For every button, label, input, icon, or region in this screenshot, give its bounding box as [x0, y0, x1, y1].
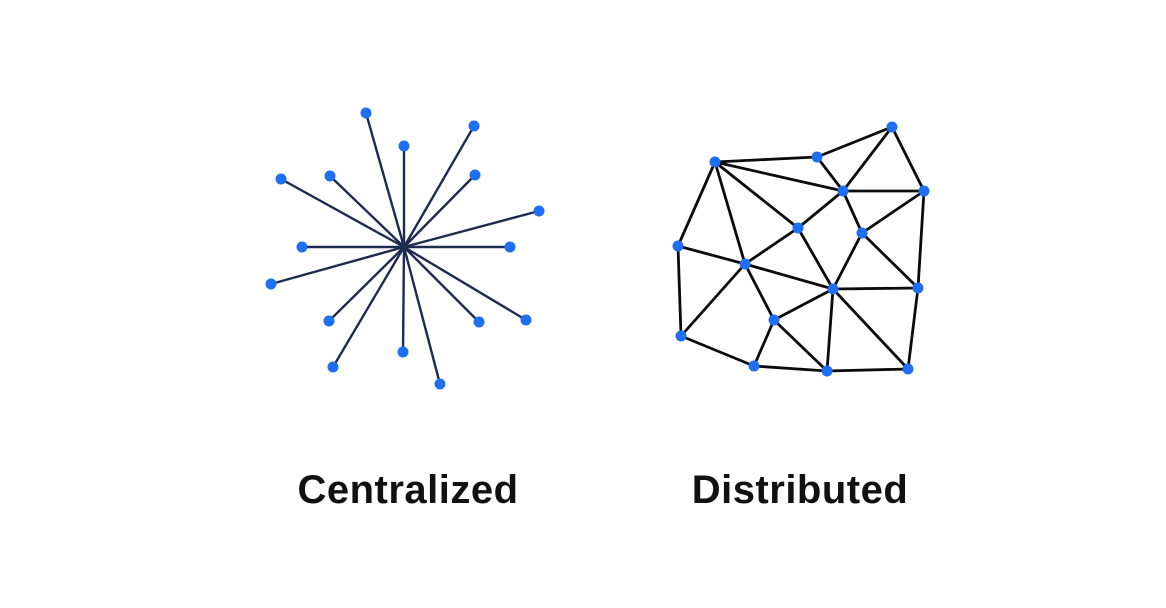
distributed-node	[675, 330, 687, 342]
distributed-node	[912, 282, 924, 294]
centralized-node	[434, 378, 446, 390]
distributed-edge	[831, 286, 920, 291]
centralized-edge	[402, 209, 541, 249]
distributed-edge	[815, 155, 845, 193]
centralized-node	[520, 314, 532, 326]
centralized-node	[398, 140, 410, 152]
distributed-edge	[713, 160, 747, 266]
centralized-edge	[328, 174, 406, 249]
centralized-edge	[402, 124, 476, 249]
centralized-node	[504, 241, 516, 253]
distributed-edge	[743, 226, 800, 266]
centralized-network-diagram	[265, 107, 545, 390]
distributed-node	[902, 363, 914, 375]
distributed-edge	[825, 287, 835, 373]
centralized-node	[327, 361, 339, 373]
distributed-edge	[713, 160, 800, 230]
centralized-edge	[402, 245, 481, 324]
distributed-edge	[860, 231, 920, 290]
distributed-edge	[796, 226, 835, 291]
distributed-node	[827, 283, 839, 295]
distributed-node	[811, 151, 823, 163]
distributed-node	[837, 185, 849, 197]
distributed-edge	[831, 287, 910, 371]
distributed-node	[886, 121, 898, 133]
distributed-edge	[713, 160, 845, 193]
centralized-edge	[269, 245, 406, 286]
centralized-edge	[331, 245, 406, 369]
distributed-edge	[713, 155, 819, 164]
distributed-node	[709, 156, 721, 168]
centralized-node	[296, 241, 308, 253]
centralized-node	[275, 173, 287, 185]
centralized-label: Centralized	[297, 468, 519, 512]
centralized-node	[397, 346, 409, 358]
distributed-network-diagram	[672, 121, 930, 377]
centralized-node	[533, 205, 545, 217]
centralized-node	[323, 315, 335, 327]
centralized-edge	[402, 173, 477, 249]
distributed-node	[918, 185, 930, 197]
distributed-edge	[679, 334, 756, 368]
centralized-edge	[327, 245, 406, 323]
distributed-edge	[752, 318, 776, 368]
distributed-node	[768, 314, 780, 326]
distributed-edge	[743, 262, 776, 322]
distributed-edge	[772, 287, 835, 322]
centralized-edge	[364, 111, 406, 249]
distributed-edge	[860, 189, 926, 235]
distributed-edge	[796, 189, 845, 230]
distributed-edge	[676, 244, 747, 266]
distributed-node	[792, 222, 804, 234]
distributed-node	[748, 360, 760, 372]
centralized-node	[324, 170, 336, 182]
distributed-edge	[906, 286, 920, 371]
centralized-node	[473, 316, 485, 328]
distributed-edge	[916, 189, 926, 290]
distributed-edge	[772, 318, 829, 373]
distributed-edge	[743, 262, 835, 291]
distributed-node	[821, 365, 833, 377]
distributed-edge	[825, 367, 910, 373]
centralized-node	[360, 107, 372, 119]
distributed-edge	[752, 364, 829, 373]
distributed-edge	[676, 160, 717, 248]
distributed-edge	[841, 125, 894, 193]
centralized-node	[468, 120, 480, 132]
centralized-edge	[402, 245, 528, 322]
distributed-node	[672, 240, 684, 252]
distributed-edge	[831, 231, 864, 291]
distributed-node	[739, 258, 751, 270]
distributed-edge	[815, 125, 894, 159]
centralized-edge	[401, 245, 406, 354]
distributed-edge	[841, 189, 864, 235]
distributed-label: Distributed	[691, 468, 909, 512]
distributed-edge	[676, 244, 683, 338]
centralized-node	[469, 169, 481, 181]
centralized-node	[265, 278, 277, 290]
distributed-node	[856, 227, 868, 239]
centralized-edge	[402, 245, 442, 386]
distributed-edge	[890, 125, 926, 193]
distributed-edge	[679, 262, 747, 338]
centralized-edge	[279, 177, 406, 249]
